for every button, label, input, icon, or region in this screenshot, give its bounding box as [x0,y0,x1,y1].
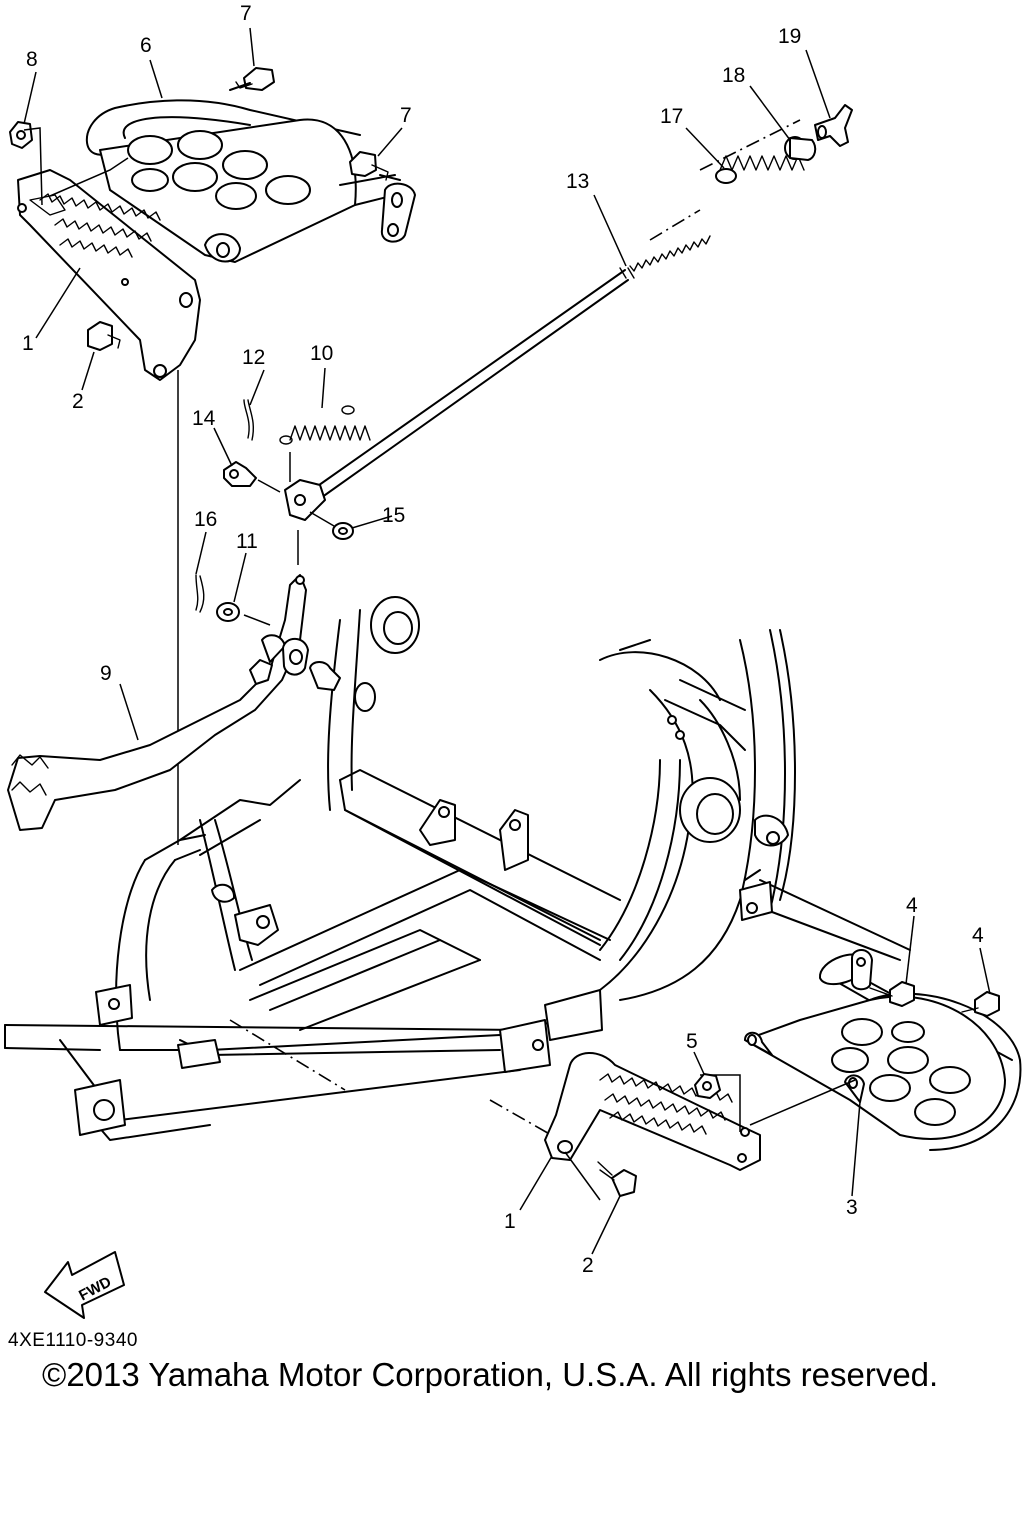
left-footrest-assembly [9,67,416,381]
callout-16: 16 [194,508,217,531]
pin-14 [223,461,257,487]
callout-5: 5 [686,1030,698,1053]
callout-2-top: 2 [72,390,84,413]
rod-thread [629,235,711,272]
callout-1-bottom: 1 [504,1210,516,1233]
frame [4,596,911,1141]
bolt-2-bottom [597,1161,637,1197]
callout-1-top: 1 [22,332,34,355]
callout-2-bottom: 2 [582,1254,594,1277]
callout-7-right: 7 [400,104,412,127]
callout-17: 17 [660,105,683,128]
diagram-code: 4XE1110-9340 [8,1330,138,1351]
brake-linkage [7,104,853,845]
nut-18 [784,136,817,161]
brake-pedal-9 [7,574,309,831]
spring-10 [279,405,371,445]
callout-9: 9 [100,662,112,685]
callout-12: 12 [242,346,265,369]
plate-holes [127,130,311,210]
callout-8: 8 [26,48,38,71]
bolt-7-top [229,67,275,91]
plate-3-holes [831,1018,971,1126]
nut-8 [9,121,33,149]
bolt-2-top [87,321,121,351]
callout-labels: 7 6 8 7 1 2 12 10 14 15 16 11 9 13 17 18… [22,2,984,1277]
spring-17 [715,155,805,184]
bolt-4-left [869,981,915,1007]
fwd-arrow-icon: FWD [44,1251,125,1319]
leaders [23,27,991,1255]
callout-19: 19 [778,25,801,48]
right-footrest-assembly [544,949,1022,1201]
callout-18: 18 [722,64,745,87]
callout-4-right: 4 [972,924,984,947]
callout-13: 13 [566,170,589,193]
callout-15: 15 [382,504,405,527]
callout-11: 11 [236,530,258,553]
callout-6: 6 [140,34,152,57]
footrest-teeth-top [39,193,161,258]
bolt-7-right [349,151,401,181]
wing-nut-19 [814,104,853,147]
callout-7-top: 7 [240,2,252,25]
callout-4-left: 4 [906,894,918,917]
callout-10: 10 [310,342,333,365]
bolt-4-right [961,991,1000,1017]
callout-3: 3 [846,1196,858,1219]
copyright-notice: ©2013 Yamaha Motor Corporation, U.S.A. A… [42,1356,939,1393]
callout-14: 14 [192,407,216,430]
nut-5 [694,1073,721,1099]
